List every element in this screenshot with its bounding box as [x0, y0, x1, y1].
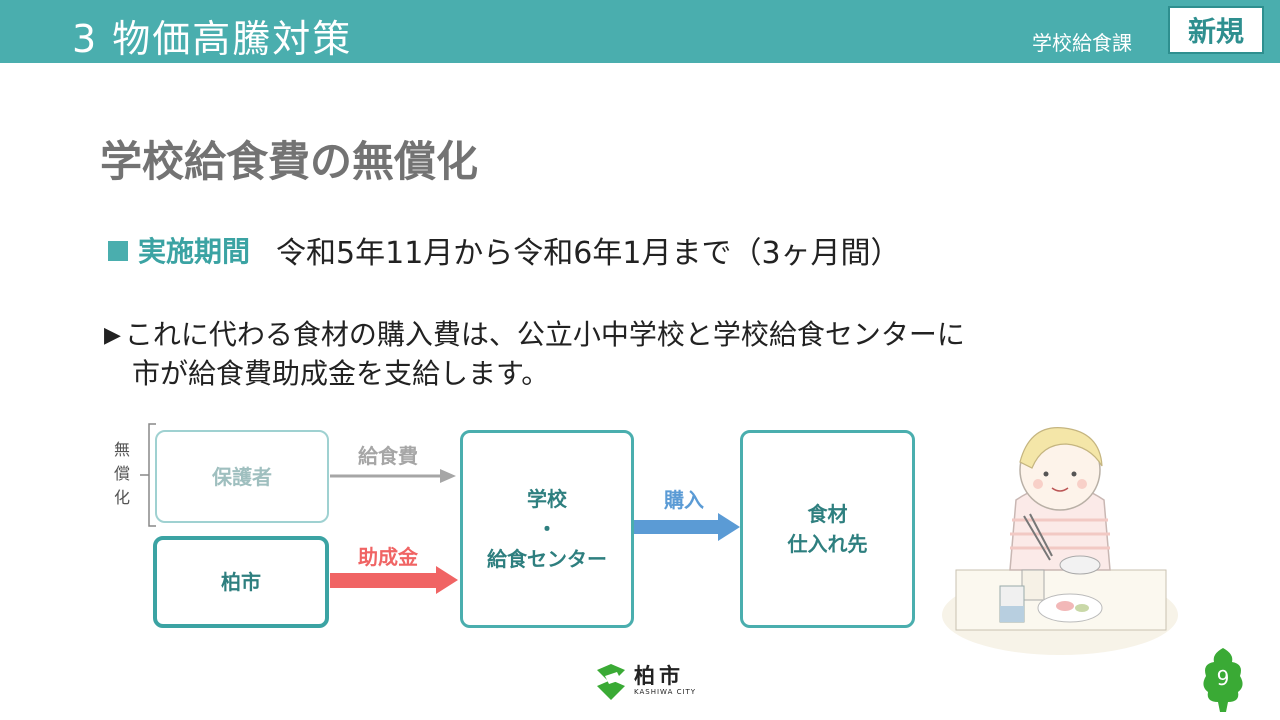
city-box: 柏市 — [153, 536, 329, 628]
fee-arrow-label: 給食費 — [358, 440, 418, 469]
subsidy-arrow — [330, 566, 458, 594]
subsidy-arrow-label: 助成金 — [358, 541, 418, 570]
free-label: 無 償 化 — [112, 438, 132, 510]
supplier-box: 食材 仕入れ先 — [740, 430, 915, 628]
logo-subtext: KASHIWA CITY — [634, 688, 696, 696]
page-number: 9 — [1200, 666, 1246, 690]
purchase-arrow — [634, 513, 740, 541]
parent-box: 保護者 — [155, 430, 329, 523]
free-bracket — [140, 424, 156, 526]
purchase-arrow-label: 購入 — [664, 484, 704, 513]
logo-text: 柏市 — [634, 660, 684, 690]
school-box: 学校 ・ 給食センター — [460, 430, 634, 628]
fee-arrow — [330, 469, 456, 483]
child-eating-illustration — [940, 410, 1180, 660]
page-badge: 9 — [1200, 646, 1246, 714]
